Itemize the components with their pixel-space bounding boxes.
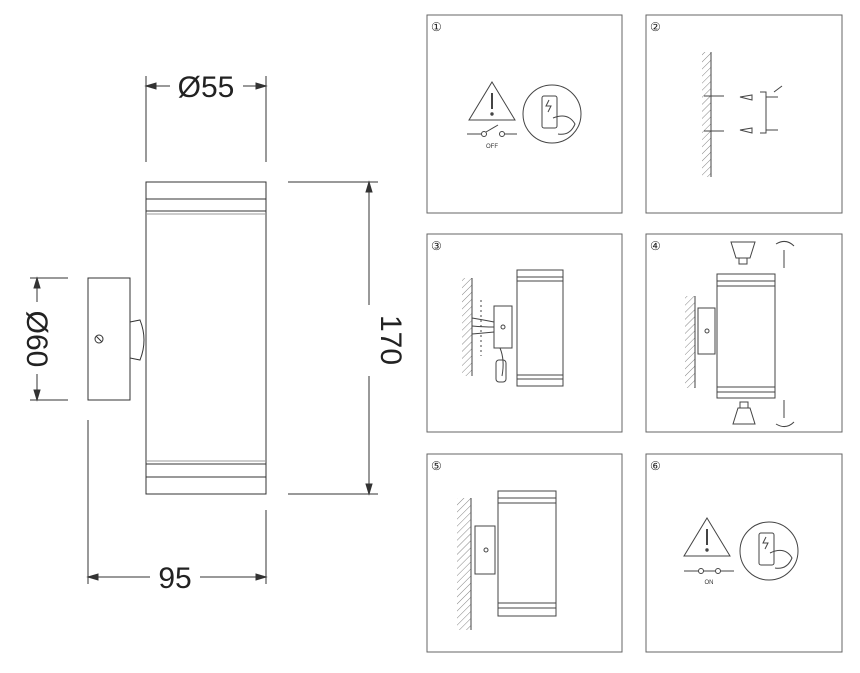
step-2-screwdriver	[773, 85, 783, 93]
step-2-illustration	[702, 52, 783, 177]
base-screw-slot	[95, 335, 103, 343]
warning-dot-icon	[490, 112, 494, 116]
step-panel-3	[426, 233, 623, 433]
switch-lever-open	[485, 124, 499, 133]
step-3-wires	[471, 317, 495, 335]
dim-base-arrow-bottom	[33, 389, 41, 402]
step-4-bulb-bottom-icon	[732, 407, 756, 425]
step-6-lightning-icon	[762, 536, 769, 550]
dim-height-arrow-bottom	[365, 483, 373, 496]
dim-base-arrow-top	[33, 276, 41, 289]
step-panel-1	[426, 14, 623, 214]
breaker-switch-icon	[541, 95, 558, 129]
step-6-illustration	[683, 517, 799, 581]
step-3-illustration	[462, 269, 564, 387]
step-6-breaker-switch-icon	[758, 532, 775, 566]
dim-depth-arrow-left	[86, 573, 99, 581]
hand-icon	[552, 115, 576, 135]
step-6-warning-dot-icon	[705, 548, 709, 552]
step-panel-6	[645, 453, 843, 653]
step-5-lamp-body	[497, 490, 557, 617]
step-5-base	[474, 525, 496, 575]
step-2-bracket	[760, 91, 767, 134]
step-3-base-screw	[500, 324, 506, 330]
step-3-connector-block	[495, 359, 507, 383]
step-1-switch-label: OFF	[486, 144, 498, 150]
dim-depth-arrow-right	[255, 573, 268, 581]
step-6-breaker-circle-icon	[739, 521, 799, 581]
step-panel-5	[426, 453, 623, 653]
step-4-bulb-top-pins	[738, 257, 748, 265]
step-4-lamp-body	[716, 273, 776, 399]
step-6-switch-contact-right	[715, 568, 721, 574]
step-6-switch-contact-left	[698, 568, 704, 574]
dimension-height-label: 170	[374, 315, 407, 365]
step-5-base-screw	[483, 547, 489, 553]
wall-base-plate	[87, 277, 131, 401]
step-3-wall-hatch	[462, 278, 472, 376]
lamp-neck	[129, 319, 145, 361]
step-6-warning-triangle-icon	[683, 517, 731, 557]
switch-contact-right	[499, 131, 505, 137]
lamp-body-outline	[145, 181, 267, 495]
step-1-number: ①	[431, 20, 442, 34]
step-5-number: ⑤	[431, 459, 442, 473]
dimension-base-diameter-label: Ø60	[20, 311, 53, 368]
step-4-base	[697, 307, 716, 355]
step-3-base	[493, 305, 513, 349]
dim-height-arrow-top	[365, 180, 373, 193]
step-6-number: ⑥	[650, 459, 661, 473]
breaker-circle-icon	[522, 84, 582, 144]
step-4-wall-hatch	[685, 296, 695, 388]
step-6-switch-label: ON	[705, 580, 714, 586]
step-4-illustration	[685, 240, 795, 428]
step-4-number: ④	[650, 239, 661, 253]
step-4-bulb-bottom-pins	[739, 401, 749, 409]
step-2-anchor-bottom	[739, 127, 753, 134]
step-4-bulb-top-icon	[730, 241, 756, 259]
step-panel-2	[645, 14, 843, 214]
step-5-illustration	[457, 490, 557, 630]
technical-drawing	[30, 76, 378, 584]
step-2-number: ②	[650, 20, 661, 34]
warning-triangle-icon	[468, 81, 516, 121]
step-4-rotate-bottom-icon	[775, 421, 795, 428]
step-3-number: ③	[431, 239, 442, 253]
base-screw	[94, 334, 104, 344]
dimension-depth-label: 95	[158, 562, 191, 595]
step-3-cable	[499, 347, 504, 377]
step-2-anchor-top	[739, 94, 753, 101]
step-panel-frames	[426, 14, 843, 653]
dim-width-arrow-right	[255, 82, 268, 90]
step-6-hand-icon	[769, 549, 793, 569]
step-panel-4	[645, 233, 843, 433]
step-5-wall-hatch	[457, 498, 471, 630]
dim-width-arrow-left	[144, 82, 157, 90]
dimension-width-label: Ø55	[178, 71, 235, 104]
step-1-illustration	[467, 81, 582, 144]
lightning-icon	[545, 99, 552, 113]
step-4-rotate-top-icon	[775, 240, 795, 247]
step-2-wall-hatch	[702, 52, 711, 177]
step-4-base-screw	[704, 328, 710, 334]
switch-contact-left	[481, 131, 487, 137]
step-3-lamp-body	[516, 269, 564, 387]
